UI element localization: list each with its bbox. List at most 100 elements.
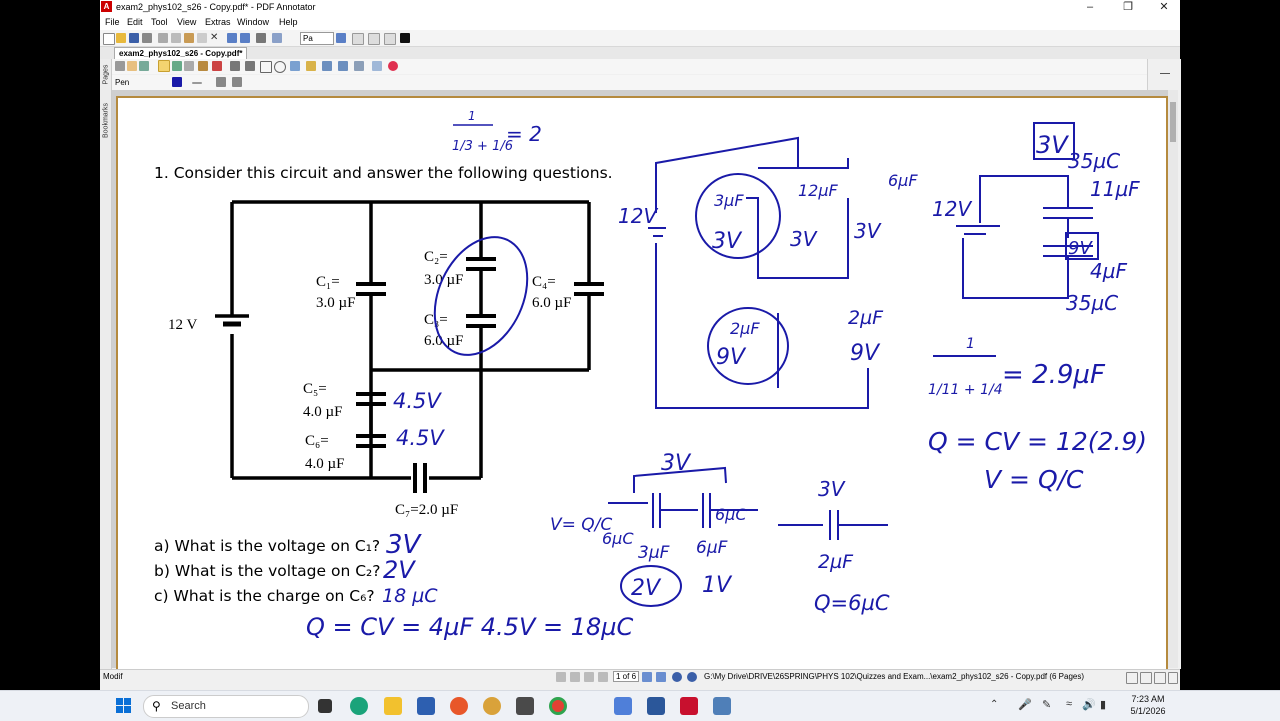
pen-color-icon[interactable] bbox=[172, 77, 182, 87]
image-icon[interactable] bbox=[322, 61, 332, 71]
c1-name: C₁= bbox=[316, 274, 340, 290]
photos-icon[interactable] bbox=[614, 697, 632, 715]
word-icon[interactable] bbox=[647, 697, 665, 715]
select-arrow-icon[interactable] bbox=[115, 61, 125, 71]
restore-icon[interactable]: ❐ bbox=[1123, 1, 1133, 13]
volume-icon[interactable]: 🔊 bbox=[1082, 699, 1096, 711]
menu-view[interactable]: View bbox=[177, 17, 197, 27]
page-number-box[interactable]: Pa bbox=[300, 32, 334, 45]
close-icon[interactable]: ✕ bbox=[1159, 1, 1169, 13]
zoom-tool-icon[interactable] bbox=[139, 61, 149, 71]
task-view-icon[interactable] bbox=[318, 699, 332, 713]
gimp-icon[interactable] bbox=[483, 697, 501, 715]
c4-name: C₄= bbox=[532, 274, 556, 290]
single-page-view-icon[interactable] bbox=[1126, 672, 1138, 684]
paste-special-icon[interactable] bbox=[197, 33, 207, 43]
first-page-icon[interactable] bbox=[556, 672, 566, 682]
chrome-icon[interactable] bbox=[549, 697, 567, 715]
edge-icon[interactable] bbox=[350, 697, 368, 715]
menu-help[interactable]: Help bbox=[279, 17, 298, 27]
copy-icon[interactable] bbox=[171, 33, 181, 43]
windows-start-icon[interactable] bbox=[116, 698, 132, 714]
text-tool-icon[interactable] bbox=[184, 61, 194, 71]
clock[interactable]: 7:23 AM 5/1/2026 bbox=[1126, 693, 1170, 717]
highlighter-icon[interactable] bbox=[172, 61, 182, 71]
zoom-in-icon[interactable] bbox=[336, 33, 346, 43]
navigation-icon[interactable] bbox=[272, 33, 282, 43]
camera-icon[interactable] bbox=[338, 61, 348, 71]
show-hidden-icons-icon[interactable]: ⌃ bbox=[990, 699, 999, 710]
wifi-icon[interactable]: ≈ bbox=[1066, 698, 1073, 710]
delete-icon[interactable]: ✕ bbox=[210, 32, 219, 43]
paste-icon[interactable] bbox=[184, 33, 194, 43]
pen-width-icon[interactable] bbox=[232, 77, 242, 87]
prev-icon[interactable] bbox=[584, 672, 594, 682]
fit-width-icon[interactable] bbox=[352, 33, 364, 45]
snapshot-icon[interactable] bbox=[372, 61, 382, 71]
ink-mid-12uf: 12µF bbox=[798, 181, 839, 200]
minimize-icon[interactable]: – bbox=[1086, 1, 1094, 13]
last-page-icon[interactable] bbox=[656, 672, 666, 682]
rectangle-icon[interactable] bbox=[260, 61, 272, 73]
menu-edit[interactable]: Edit bbox=[127, 17, 143, 27]
menu-extras[interactable]: Extras bbox=[205, 17, 231, 27]
pen-input-icon[interactable]: ✎ bbox=[1042, 699, 1052, 711]
menu-tool[interactable]: Tool bbox=[151, 17, 168, 27]
firefox-icon[interactable] bbox=[450, 697, 468, 715]
save-icon[interactable] bbox=[129, 33, 139, 43]
two-page-icon[interactable] bbox=[384, 33, 396, 45]
hand-icon[interactable] bbox=[127, 61, 137, 71]
page-indicator[interactable]: 1 of 6 bbox=[613, 671, 640, 682]
new-document-icon[interactable] bbox=[103, 33, 115, 45]
link-icon[interactable] bbox=[290, 61, 300, 71]
line-style-icon[interactable] bbox=[192, 82, 202, 84]
facing-view-icon[interactable] bbox=[1154, 672, 1166, 684]
microphone-icon[interactable]: 🎤 bbox=[1018, 699, 1032, 711]
fullscreen-icon[interactable] bbox=[400, 33, 410, 43]
document-area: 1. Consider this circuit and answer the … bbox=[112, 90, 1178, 678]
document-tab[interactable]: exam2_phys102_s26 - Copy.pdf* bbox=[114, 47, 248, 60]
menu-file[interactable]: File bbox=[105, 17, 120, 27]
print-icon[interactable] bbox=[142, 33, 152, 43]
taskbar-search[interactable]: ⚲ Search bbox=[143, 695, 309, 718]
open-folder-icon[interactable] bbox=[116, 33, 126, 43]
previous-page-icon[interactable] bbox=[570, 672, 580, 682]
arrow-icon[interactable] bbox=[245, 61, 255, 71]
pen-tool-icon[interactable] bbox=[158, 60, 170, 72]
ink-r-11uf: 11µF bbox=[1090, 177, 1140, 201]
panel-collapse-icon[interactable] bbox=[1160, 73, 1170, 74]
stamp-icon[interactable] bbox=[198, 61, 208, 71]
cut-icon[interactable] bbox=[158, 33, 168, 43]
scrollbar-thumb[interactable] bbox=[1170, 102, 1176, 142]
note-icon[interactable] bbox=[306, 61, 316, 71]
taskbar: ⚲ Search ⌃ 🎤 ✎ ≈ 🔊 ▮ 7:23 AM 5/1/2026 bbox=[0, 690, 1280, 721]
file-explorer-icon[interactable] bbox=[384, 697, 402, 715]
network-app-icon[interactable] bbox=[713, 697, 731, 715]
eraser-icon[interactable] bbox=[212, 61, 222, 71]
undo-icon[interactable] bbox=[227, 33, 237, 43]
find-icon[interactable] bbox=[256, 33, 266, 43]
app-icon[interactable] bbox=[516, 697, 534, 715]
battery-icon[interactable]: ▮ bbox=[1100, 699, 1107, 711]
grid-icon[interactable] bbox=[354, 61, 364, 71]
vertical-scrollbar[interactable] bbox=[1168, 90, 1178, 668]
sidebar-tab-bookmarks[interactable]: Bookmarks bbox=[102, 103, 110, 139]
ink-c5-voltage: 4.5V bbox=[393, 389, 442, 413]
next-page-icon[interactable] bbox=[642, 672, 652, 682]
pdf-annotator-taskbar-icon[interactable] bbox=[680, 697, 698, 715]
sidebar-tab-pages[interactable]: Pages bbox=[102, 64, 110, 85]
search-placeholder: Search bbox=[171, 700, 206, 712]
favorites-heart-icon[interactable] bbox=[388, 61, 398, 71]
menu-window[interactable]: Window bbox=[237, 17, 270, 27]
redo-icon[interactable] bbox=[240, 33, 250, 43]
scroll-icon[interactable] bbox=[598, 672, 608, 682]
back-icon[interactable] bbox=[672, 672, 682, 682]
forward-icon[interactable] bbox=[687, 672, 697, 682]
line-icon[interactable] bbox=[230, 61, 240, 71]
store-icon[interactable] bbox=[417, 697, 435, 715]
fit-page-icon[interactable] bbox=[368, 33, 380, 45]
ellipse-icon[interactable] bbox=[274, 61, 286, 73]
smoothing-icon[interactable] bbox=[216, 77, 226, 87]
book-view-icon[interactable] bbox=[1168, 672, 1178, 684]
continuous-view-icon[interactable] bbox=[1140, 672, 1152, 684]
